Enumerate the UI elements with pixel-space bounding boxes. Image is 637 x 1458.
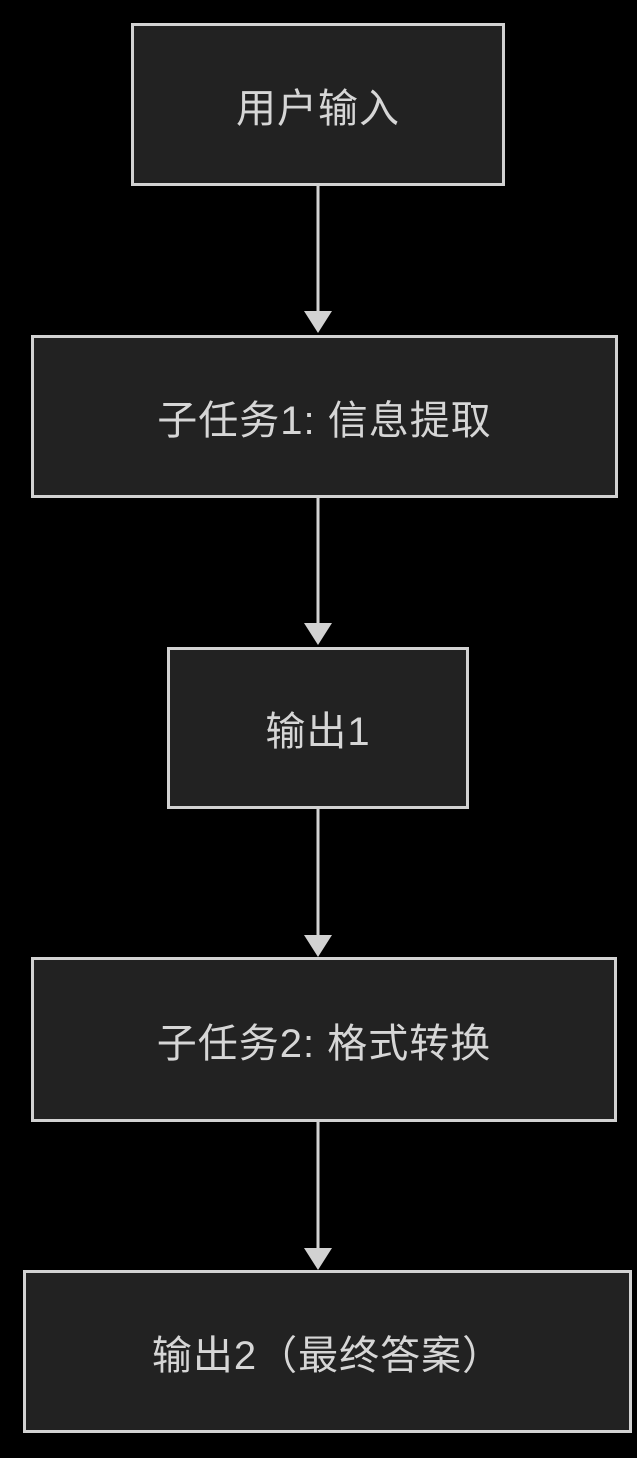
arrow-head-icon — [304, 935, 332, 957]
node-label-subtask-2: 子任务2: 格式转换 — [156, 1021, 492, 1066]
flow-arrow-1 — [304, 186, 332, 333]
arrow-line — [316, 498, 320, 626]
arrow-line — [316, 809, 320, 938]
arrow-head-icon — [304, 1248, 332, 1270]
flow-node-user-input: 用户输入 — [131, 23, 505, 186]
arrow-line — [316, 186, 320, 314]
flow-node-output-1: 输出1 — [167, 647, 469, 809]
node-label-output-1: 输出1 — [265, 710, 371, 754]
node-label-subtask-1: 子任务1: 信息提取 — [157, 398, 492, 443]
arrow-line — [316, 1122, 320, 1251]
flow-arrow-2 — [304, 498, 332, 645]
node-label-output-2: 输出2（最终答案） — [151, 1333, 504, 1378]
flow-node-subtask-1: 子任务1: 信息提取 — [31, 335, 618, 498]
flow-arrow-4 — [304, 1122, 332, 1270]
node-label-user-input: 用户输入 — [236, 86, 400, 131]
arrow-head-icon — [304, 311, 332, 333]
flow-node-output-2: 输出2（最终答案） — [23, 1270, 632, 1433]
flow-arrow-3 — [304, 809, 332, 957]
arrow-head-icon — [304, 623, 332, 645]
flow-node-subtask-2: 子任务2: 格式转换 — [31, 957, 617, 1122]
